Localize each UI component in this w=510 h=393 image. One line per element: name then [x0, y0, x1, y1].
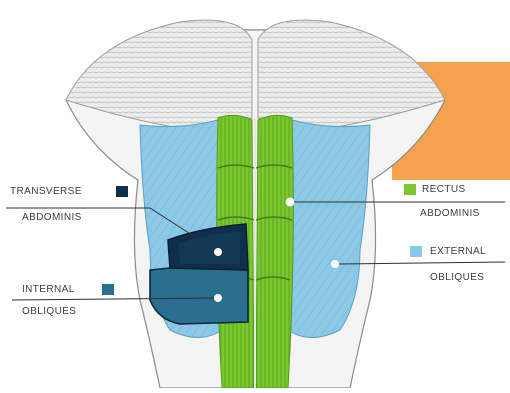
internal-obliques-region — [150, 268, 248, 324]
rectus-dot — [286, 198, 295, 207]
transverse-dot — [214, 248, 222, 256]
internal-dot — [214, 294, 222, 302]
transverse-label-line2: ABDOMINIS — [22, 212, 82, 224]
external-label-line1: EXTERNAL — [430, 246, 486, 258]
rectus-label-line2: ABDOMINIS — [420, 208, 480, 220]
internal-label-line2: OBLIQUES — [22, 306, 76, 318]
transverse-swatch — [116, 186, 128, 197]
internal-label-line1: INTERNAL — [22, 284, 75, 296]
external-swatch — [410, 246, 422, 257]
rectus-swatch — [404, 184, 416, 195]
transverse-label-line1: TRANSVERSE — [10, 186, 82, 198]
internal-swatch — [102, 284, 114, 295]
rectus-label-line1: RECTUS — [422, 184, 466, 196]
external-dot — [331, 260, 339, 268]
external-label-line2: OBLIQUES — [430, 272, 484, 284]
